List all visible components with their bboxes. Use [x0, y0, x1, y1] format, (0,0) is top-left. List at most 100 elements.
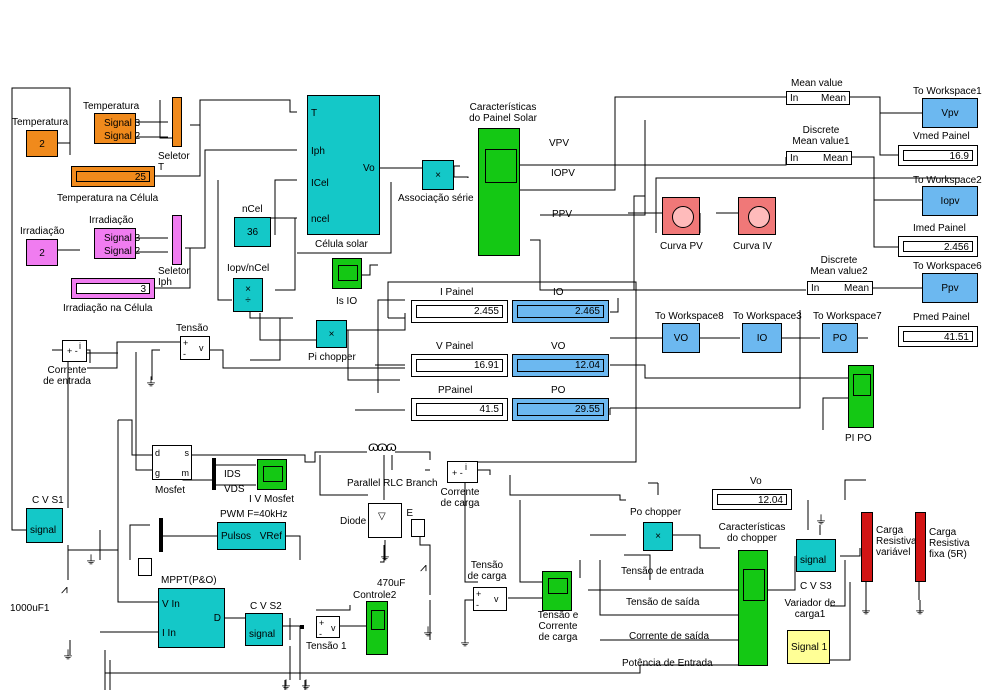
resistor-icon: ⩘	[420, 560, 427, 574]
cvs1-signal: signal	[30, 525, 57, 536]
scope-is-io[interactable]	[332, 258, 362, 289]
to-workspace8-block[interactable]: VO	[662, 323, 700, 353]
current-measurement-load[interactable]: i+ -	[447, 461, 478, 483]
temperature-cell-display: 25	[71, 166, 155, 187]
to-workspace3-block[interactable]: IO	[742, 323, 782, 353]
scope-controle2[interactable]	[366, 601, 388, 655]
imed-display: 2.456	[898, 236, 978, 257]
controle2-label: Controle2	[353, 590, 397, 601]
vds-label: VDS	[224, 484, 245, 495]
chopper-characteristics-subsystem[interactable]	[738, 550, 768, 666]
tensao-corrente-label: Tensão e Corrente de carga	[537, 610, 579, 643]
pmed-value: 41.51	[903, 331, 973, 343]
signal3-label: Signal 3	[104, 118, 141, 129]
vo2-value: 12.04	[717, 494, 787, 506]
selector-t-block[interactable]	[172, 97, 182, 147]
pwm-pulsos-port: Pulsos	[221, 531, 252, 542]
ground-icon: ⏚	[145, 375, 158, 389]
tensao-label: Tensão	[176, 323, 209, 334]
mppt-vin-port: V In	[162, 599, 180, 610]
current-measurement-input[interactable]: i+ -	[62, 340, 87, 362]
irradiation-signal-builder[interactable]: Signal 3 Signal 2	[94, 228, 140, 259]
vo2-label: Vo	[750, 476, 762, 487]
to-workspace8-title: To Workspace8	[655, 311, 724, 322]
scope-iv-mosfet[interactable]	[257, 459, 287, 490]
cvs1-block[interactable]: signal	[26, 508, 63, 543]
to-workspace7-title: To Workspace7	[813, 311, 882, 322]
iv-mosfet-label: I V Mosfet	[249, 494, 295, 505]
irradiation-value: 2	[39, 248, 45, 259]
workspace6-var: Ppv	[941, 283, 959, 294]
ground-icon: ⏚	[914, 603, 927, 617]
load-signal-label: Signal 1	[791, 642, 828, 653]
voltage-measurement[interactable]: +-v	[180, 336, 210, 360]
po-chopper-product[interactable]: ×	[643, 522, 673, 551]
to-workspace2-block[interactable]: Iopv	[922, 186, 978, 216]
temperature-constant[interactable]: 2	[26, 130, 58, 157]
diode-label: Diode	[340, 516, 367, 527]
irradiation-label: Irradiação	[20, 226, 65, 237]
voltage-measurement-load[interactable]: +-v	[473, 587, 507, 611]
fixed-resistive-load[interactable]	[915, 512, 926, 582]
variable-resistive-load[interactable]	[861, 512, 873, 582]
solar-cell-title: Célula solar	[315, 239, 368, 250]
irradiation-constant[interactable]: 2	[26, 239, 58, 266]
pmed-display: 41.51	[898, 326, 978, 347]
panel-characteristics-title: Características do Painel Solar	[469, 102, 537, 124]
irradiation-cell-value: 3	[76, 283, 150, 295]
load-variator-label: Variador de carga1	[784, 598, 836, 620]
tensao-saida-label: Tensão de saída	[626, 597, 700, 608]
cvs1-label: C V S1	[32, 495, 64, 506]
cvs3-block[interactable]: signal	[796, 539, 836, 572]
p-painel-value: 41.5	[416, 403, 503, 416]
series-association-product[interactable]: ×	[422, 160, 454, 190]
mean2-out-port: Mean	[843, 283, 869, 294]
mean-value2-title: Discrete Mean value2	[810, 255, 868, 277]
vmed-display: 16.9	[898, 145, 978, 166]
pi-chopper-product[interactable]: ×	[316, 320, 347, 348]
junction-dot	[300, 625, 304, 629]
mean1-out-port: Mean	[822, 153, 848, 164]
temperature-label: Temperatura	[12, 117, 69, 128]
scope-tensao-corrente[interactable]	[542, 571, 572, 611]
solar-cell-subsystem[interactable]: T Iph ICel ncel Vo	[307, 95, 380, 235]
to-workspace6-block[interactable]: Ppv	[922, 273, 978, 303]
curva-pv-label: Curva PV	[660, 241, 703, 252]
workspace7-var: PO	[832, 333, 848, 344]
workspace2-var: Iopv	[940, 196, 960, 207]
v-painel-display: 16.91	[411, 354, 508, 377]
iopv-ncel-divide[interactable]: ×÷	[233, 278, 263, 312]
to-workspace6-title: To Workspace6	[913, 261, 982, 272]
tensao-entrada-label: Tensão de entrada	[621, 566, 704, 577]
irradiation-cell-display: 3	[71, 278, 155, 299]
selector-iph-block[interactable]	[172, 215, 182, 265]
port-vo: Vo	[363, 163, 375, 174]
port-t: T	[311, 108, 318, 119]
imed-label: Imed Painel	[913, 223, 966, 234]
workspace8-var: VO	[673, 333, 689, 344]
imed-value: 2.456	[903, 241, 973, 253]
diode-block[interactable]: ▽E	[368, 503, 413, 538]
variable-load-label: Carga Resistiva variável	[876, 525, 917, 558]
scope-curva-iv[interactable]	[738, 197, 776, 235]
i-painel-value: 2.455	[416, 305, 503, 318]
port-icel: ICel	[311, 178, 329, 189]
temperature-signal-builder[interactable]: Signal 3 Signal 2	[94, 113, 140, 144]
cvs2-block[interactable]: signal	[245, 613, 283, 646]
ncel-constant[interactable]: 36	[234, 217, 271, 247]
panel-characteristics-subsystem[interactable]	[478, 128, 520, 256]
load-signal-builder[interactable]: Signal 1	[787, 630, 830, 664]
to-workspace7-block[interactable]: PO	[822, 323, 858, 353]
to-workspace1-block[interactable]: Vpv	[922, 98, 978, 128]
scope-curva-pv[interactable]	[662, 197, 700, 235]
ground-icon: ⏚	[85, 553, 98, 567]
voltage-measurement-1[interactable]: +-v	[316, 616, 340, 639]
temperature-cell-value: 25	[76, 171, 150, 183]
scope-pi-po[interactable]	[848, 365, 874, 428]
